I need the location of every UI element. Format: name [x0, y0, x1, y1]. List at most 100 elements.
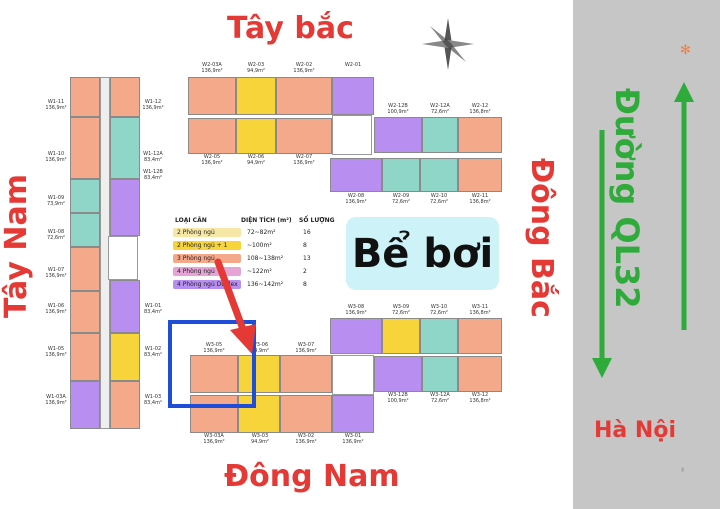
- logo-dots-icon: ✻: [680, 42, 691, 57]
- unit-w3-12[interactable]: [458, 356, 502, 392]
- city-label: Hà Nội: [594, 418, 676, 443]
- unit-w3-05[interactable]: [190, 355, 238, 393]
- direction-north-west: Tây bắc: [227, 11, 354, 46]
- unit-w2-01[interactable]: [332, 77, 374, 115]
- unit-w1-12[interactable]: [110, 77, 140, 117]
- unit-w1-11[interactable]: [70, 77, 100, 117]
- unit-w2-06[interactable]: [236, 118, 276, 154]
- highlighted-unit-box: [168, 320, 256, 408]
- unit-label: W2-01: [344, 62, 362, 68]
- unit-w1-12b[interactable]: [110, 179, 140, 236]
- unit-w3-03a[interactable]: [190, 395, 238, 433]
- road-strip: [573, 0, 720, 509]
- unit-w3-08[interactable]: [330, 318, 382, 354]
- unit-w3-12a[interactable]: [422, 356, 458, 392]
- unit-w3-06[interactable]: [238, 355, 280, 393]
- compass-icon: [422, 18, 474, 70]
- unit-w1-10[interactable]: [70, 117, 100, 179]
- unit-w1-09[interactable]: [70, 179, 100, 213]
- legend-swatch: [173, 228, 241, 237]
- legend-area: 136~142m²: [247, 281, 284, 288]
- unit-w2-02[interactable]: [276, 77, 332, 115]
- unit-w1-06[interactable]: [70, 291, 100, 333]
- legend-swatch: [173, 267, 241, 276]
- core-stair: [108, 236, 138, 280]
- unit-w1-05[interactable]: [70, 333, 100, 381]
- legend-type: 2 Phòng ngủ + 1: [177, 242, 228, 249]
- unit-w2-08[interactable]: [330, 158, 382, 192]
- pointer-arrow-icon: [214, 258, 256, 354]
- legend-count: 16: [303, 229, 311, 236]
- legend-type: 2 Phòng ngủ: [177, 229, 215, 236]
- unit-w2-03a[interactable]: [188, 77, 236, 115]
- unit-w2-12b[interactable]: [374, 117, 422, 153]
- unit-w3-02[interactable]: [280, 395, 332, 433]
- unit-w3-11[interactable]: [458, 318, 502, 354]
- unit-w2-10[interactable]: [420, 158, 458, 192]
- legend-area: ~122m²: [247, 268, 272, 275]
- unit-w1-08[interactable]: [70, 213, 100, 247]
- legend-header-area: DIỆN TÍCH (m²): [241, 217, 292, 224]
- unit-w3-03[interactable]: [238, 395, 280, 433]
- unit-w2-07[interactable]: [276, 118, 332, 154]
- legend-type: 3 Phòng ngủ: [177, 255, 215, 262]
- legend-count: 2: [303, 268, 307, 275]
- direction-south-east: Đông Nam: [224, 459, 400, 494]
- unit-w1-01[interactable]: [110, 280, 140, 333]
- unit-w2-12a[interactable]: [422, 117, 458, 153]
- legend-type: 4 Phòng ngủ Duplex: [177, 281, 238, 288]
- unit-w3-07[interactable]: [280, 355, 332, 393]
- unit-w1-03a[interactable]: [70, 381, 100, 429]
- legend-count: 8: [303, 281, 307, 288]
- unit-w3-12b[interactable]: [374, 356, 422, 392]
- unit-w2-03[interactable]: [236, 77, 276, 115]
- core-stair: [332, 115, 372, 155]
- unit-w1-03[interactable]: [110, 381, 140, 429]
- unit-w2-12[interactable]: [458, 117, 502, 153]
- unit-w1-02[interactable]: [110, 333, 140, 381]
- legend-header-count: SỐ LƯỢNG: [299, 217, 335, 224]
- unit-w1-12a[interactable]: [110, 117, 140, 179]
- unit-w2-09[interactable]: [382, 158, 420, 192]
- unit-w3-01[interactable]: [332, 395, 374, 433]
- unit-w2-05[interactable]: [188, 118, 236, 154]
- pool-label: Bể bơi: [346, 217, 499, 290]
- unit-w2-11[interactable]: [458, 158, 502, 192]
- unit-w3-10[interactable]: [420, 318, 458, 354]
- legend-type: 4 Phòng ngủ: [177, 268, 215, 275]
- unit-w1-07[interactable]: [70, 247, 100, 291]
- unit-w3-09[interactable]: [382, 318, 420, 354]
